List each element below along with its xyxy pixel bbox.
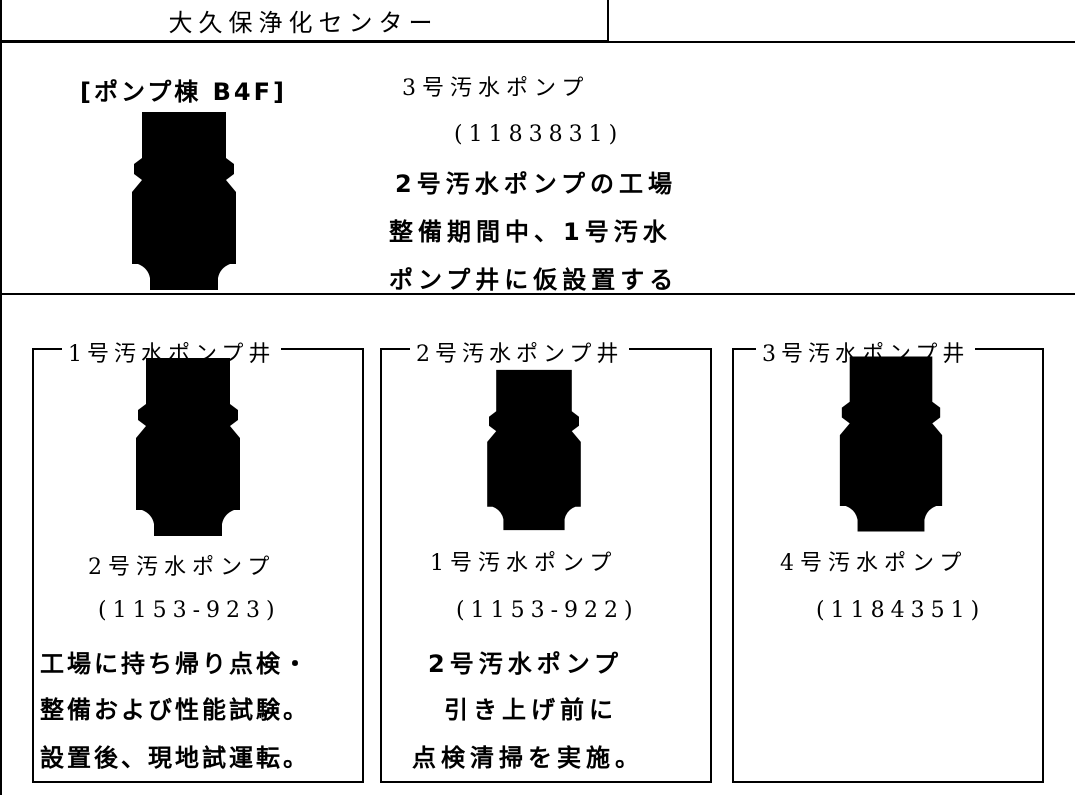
pit-2-pump-name: 1号汚水ポンプ: [430, 551, 618, 576]
pit-2-note-line-3: 点検清掃を実施。: [412, 744, 644, 772]
facility-title: 大久保浄化センター: [0, 0, 609, 42]
pump-icon-pit-3: [839, 356, 943, 532]
pit-2-pump-id: (1153-922): [456, 598, 639, 623]
pit-3-pump-name: 4号汚水ポンプ: [780, 551, 968, 576]
pit-1-label: 1号汚水ポンプ井: [62, 336, 282, 368]
pit-2-note-line-2: 引き上げ前に: [444, 696, 618, 724]
pit-2-label: 2号汚水ポンプ井: [410, 336, 630, 368]
top-note-line-2: 整備期間中、1号汚水: [389, 218, 672, 246]
pump-pit-1: 1号汚水ポンプ井: [32, 336, 364, 783]
pump-icon-top: [132, 112, 236, 290]
pit-1-pump-id: (1153-923): [98, 598, 281, 623]
left-border: [0, 0, 2, 795]
middle-divider: [0, 293, 1075, 295]
pump-pit-2: 2号汚水ポンプ井: [380, 336, 712, 783]
pit-1-pump-name: 2号汚水ポンプ: [88, 555, 276, 580]
pit-2-note-line-1: 2号汚水ポンプ: [428, 650, 623, 678]
pit-3-pump-id: (1184351): [816, 598, 986, 623]
top-pump-name: 3号汚水ポンプ: [402, 76, 590, 101]
pump-icon-pit-1: [136, 358, 240, 536]
top-pump-id: (1183831): [454, 122, 624, 147]
top-divider: [0, 41, 1075, 43]
pit-1-note-line-3: 設置後、現地試運転。: [40, 744, 310, 772]
location-label: [ポンプ棟 B4F]: [80, 78, 287, 106]
pit-1-note-line-2: 整備および性能試験。: [40, 696, 310, 724]
pit-1-note-line-1: 工場に持ち帰り点検・: [40, 650, 310, 678]
top-note-line-1: 2号汚水ポンプの工場: [395, 170, 677, 198]
pump-icon-pit-2: [487, 369, 581, 531]
top-note-line-3: ポンプ井に仮設置する: [389, 266, 679, 294]
